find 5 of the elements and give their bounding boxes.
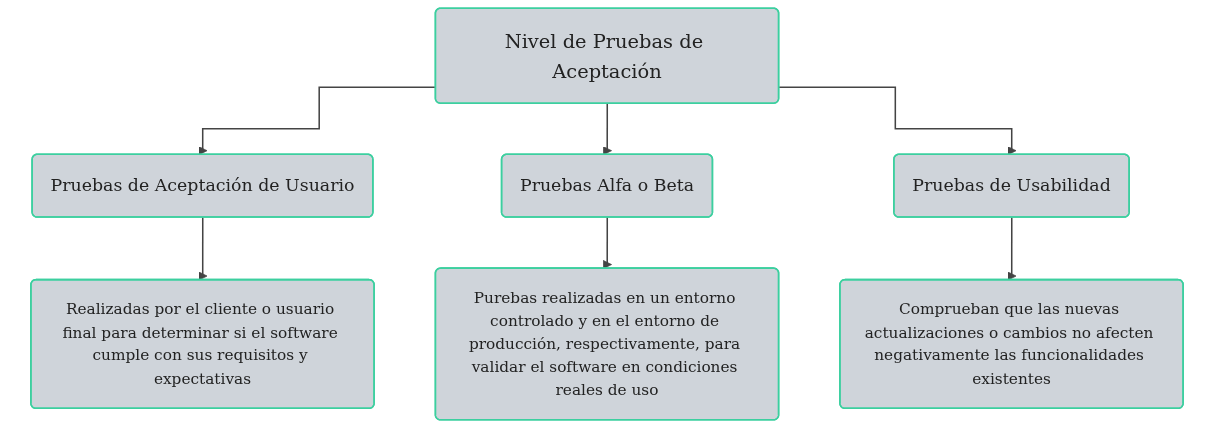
arrow xyxy=(198,216,208,281)
arrow xyxy=(602,216,612,270)
arrow xyxy=(778,86,1017,156)
arrow xyxy=(602,102,612,156)
arrow xyxy=(1007,216,1017,281)
